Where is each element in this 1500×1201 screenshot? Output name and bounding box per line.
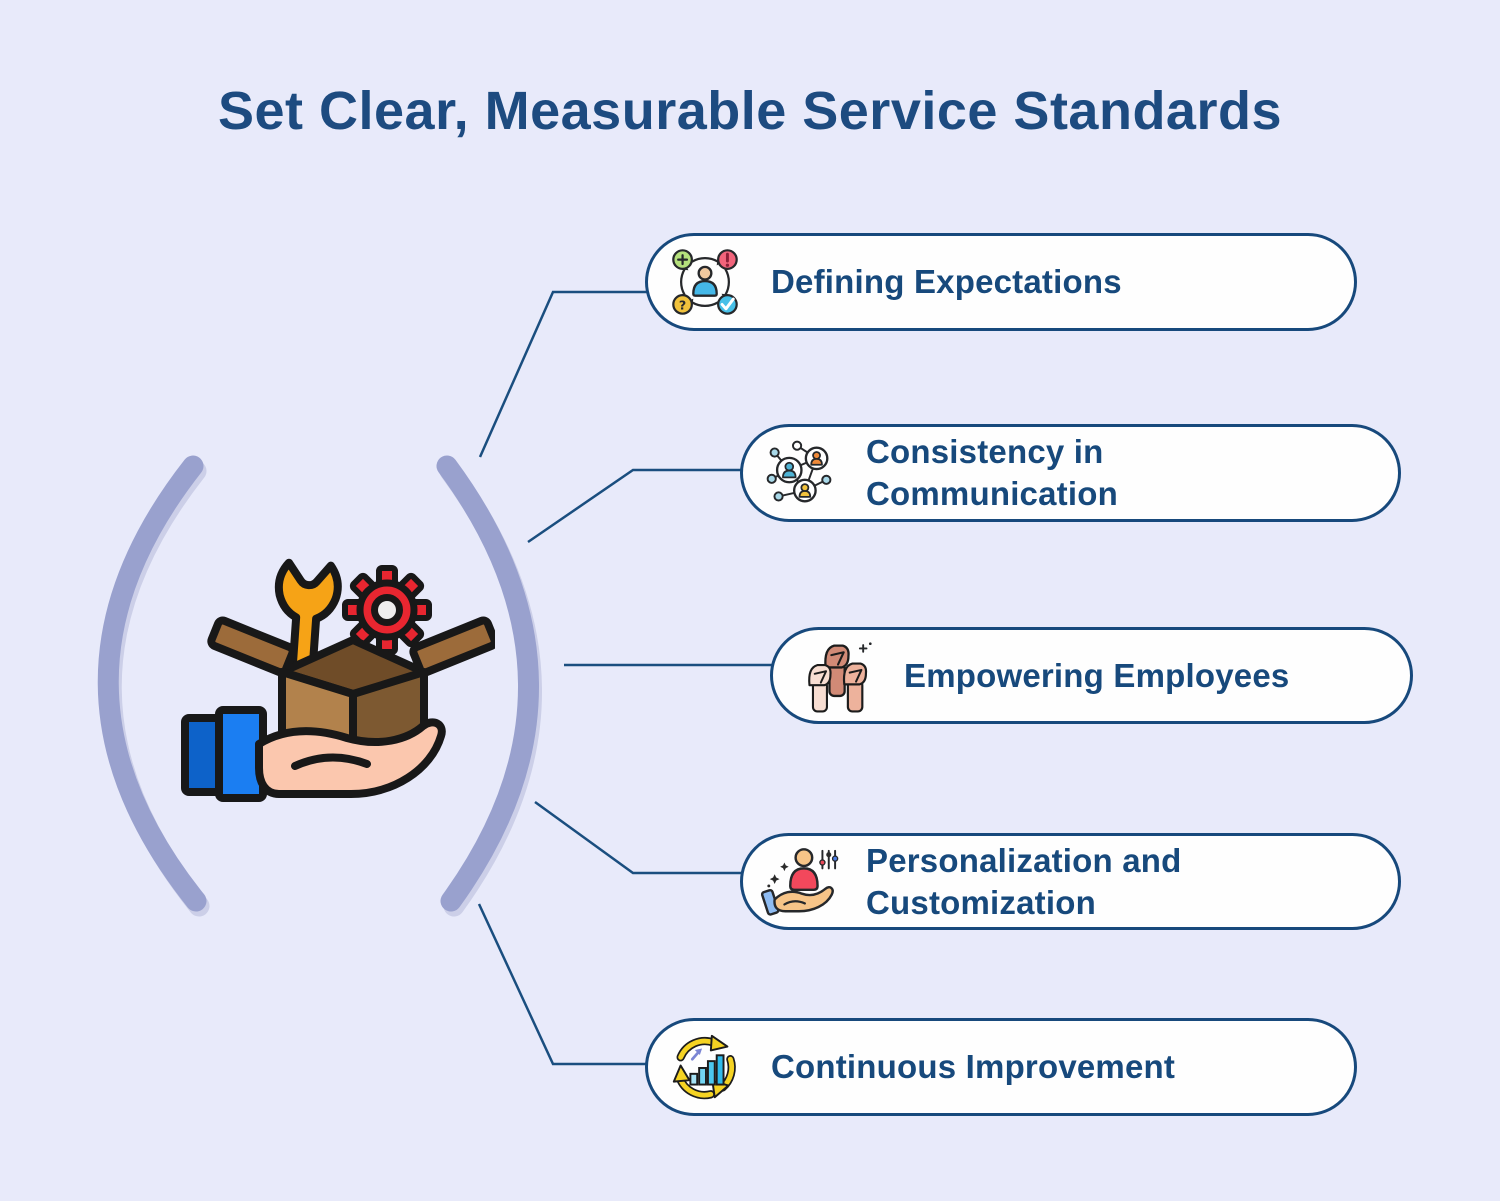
left-parenthesis: [97, 455, 207, 912]
communication-network-icon: [760, 433, 840, 513]
improvement-cycle-chart-icon: [665, 1027, 745, 1107]
item-empowering-employees: Empowering Employees: [770, 627, 1413, 724]
page-title: Set Clear, Measurable Service Standards: [217, 81, 1282, 141]
gear-icon: [342, 565, 432, 655]
connector-4: [534, 800, 742, 875]
item-defining-expectations: ? Defining Expectations: [645, 233, 1357, 331]
expectations-cycle-icon: ?: [665, 242, 745, 322]
item-continuous-improvement: Continuous Improvement: [645, 1018, 1357, 1116]
item-label: Continuous Improvement: [771, 1048, 1176, 1086]
connectors: [477, 290, 772, 1066]
item-personalization-and-customization: Personalization and Customization: [740, 833, 1401, 930]
svg-text:?: ?: [679, 297, 686, 312]
item-label: Consistency in Communication: [866, 433, 1118, 512]
parentheses-brackets: [97, 455, 539, 912]
connector-5: [477, 903, 647, 1066]
raised-fists-icon: [798, 636, 878, 716]
item-label: Personalization and Customization: [866, 841, 1182, 921]
item-consistency-in-communication: Consistency in Communication: [740, 424, 1401, 522]
right-parenthesis: [436, 455, 539, 912]
hand-holding-box-with-tools-icon: [181, 558, 495, 802]
item-label: Empowering Employees: [904, 656, 1290, 694]
connector-2: [527, 468, 742, 544]
hand-holding-person-icon: [760, 842, 840, 922]
wrench-icon: [274, 558, 342, 675]
hand-with-sleeve: [181, 706, 446, 802]
connector-1: [478, 290, 647, 458]
item-label: Defining Expectations: [771, 263, 1122, 301]
